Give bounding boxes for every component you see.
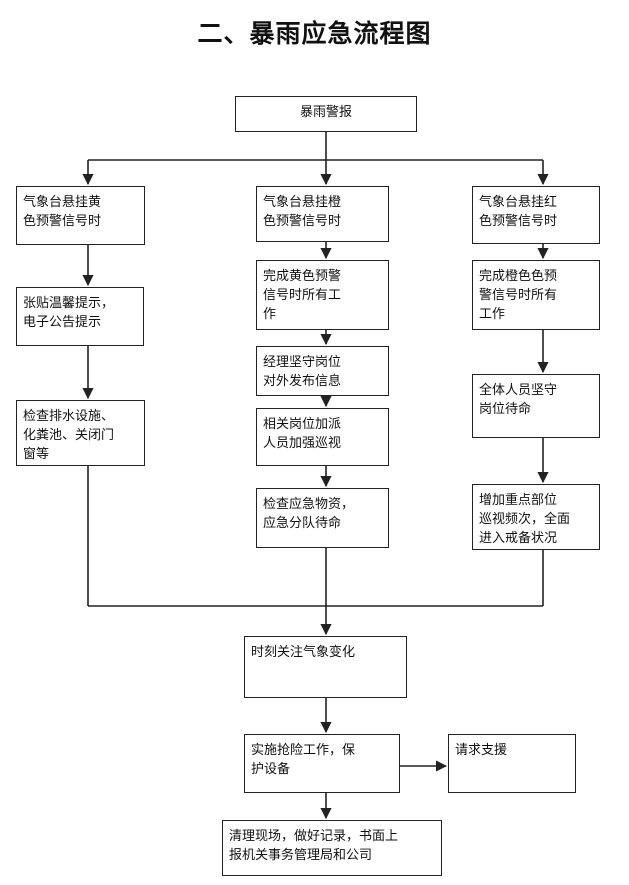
node-manager-duty: 经理坚守岗位 对外发布信息 — [256, 346, 389, 396]
node-monitor-weather: 时刻关注气象变化 — [244, 636, 407, 698]
node-warning: 暴雨警报 — [235, 96, 417, 132]
node-red-signal: 气象台悬挂红 色预警信号时 — [472, 186, 600, 244]
node-notice: 张贴温馨提示， 电子公告提示 — [16, 287, 144, 346]
node-warning-label: 暴雨警报 — [299, 105, 352, 120]
node-all-duty-label: 全体人员坚守 岗位待命 — [479, 383, 558, 417]
node-yellow-signal: 气象台悬挂黄 色预警信号时 — [16, 186, 145, 245]
node-after-orange: 完成橙色色预 警信号时所有 工作 — [472, 260, 600, 330]
node-after-orange-label: 完成橙色色预 警信号时所有 工作 — [479, 269, 558, 322]
node-orange-signal: 气象台悬挂橙 色预警信号时 — [256, 186, 389, 242]
node-rescue: 实施抢险工作，保 护设备 — [244, 734, 400, 793]
node-after-yellow-label: 完成黄色预警 信号时所有工 作 — [263, 269, 342, 322]
node-red-signal-label: 气象台悬挂红 色预警信号时 — [479, 195, 558, 229]
node-cleanup: 清理现场，做好记录，书面上 报机关事务管理局和公司 — [222, 820, 442, 876]
node-key-patrol: 增加重点部位 巡视频次，全面 进入戒备状况 — [472, 484, 600, 550]
node-yellow-signal-label: 气象台悬挂黄 色预警信号时 — [23, 195, 102, 229]
node-monitor-weather-label: 时刻关注气象变化 — [251, 645, 356, 660]
node-after-yellow: 完成黄色预警 信号时所有工 作 — [256, 260, 389, 330]
node-orange-signal-label: 气象台悬挂橙 色预警信号时 — [263, 195, 342, 229]
node-request-support: 请求支援 — [448, 734, 576, 793]
node-check-supplies-label: 检查应急物资， 应急分队待命 — [263, 497, 355, 531]
node-key-patrol-label: 增加重点部位 巡视频次，全面 进入戒备状况 — [479, 493, 571, 546]
node-rescue-label: 实施抢险工作，保 护设备 — [251, 743, 356, 777]
node-request-support-label: 请求支援 — [455, 743, 508, 758]
node-patrol-label: 相关岗位加派 人员加强巡视 — [263, 417, 342, 451]
node-notice-label: 张贴温馨提示， 电子公告提示 — [23, 296, 115, 330]
node-all-duty: 全体人员坚守 岗位待命 — [472, 374, 600, 438]
node-manager-duty-label: 经理坚守岗位 对外发布信息 — [263, 355, 342, 389]
node-patrol: 相关岗位加派 人员加强巡视 — [256, 408, 389, 466]
node-cleanup-label: 清理现场，做好记录，书面上 报机关事务管理局和公司 — [229, 829, 399, 863]
node-check-drainage: 检查排水设施、 化粪池、关闭门 窗等 — [16, 400, 145, 466]
node-check-supplies: 检查应急物资， 应急分队待命 — [256, 488, 389, 548]
page-title: 二、暴雨应急流程图 — [197, 19, 432, 48]
node-check-drainage-label: 检查排水设施、 化粪池、关闭门 窗等 — [23, 409, 115, 462]
